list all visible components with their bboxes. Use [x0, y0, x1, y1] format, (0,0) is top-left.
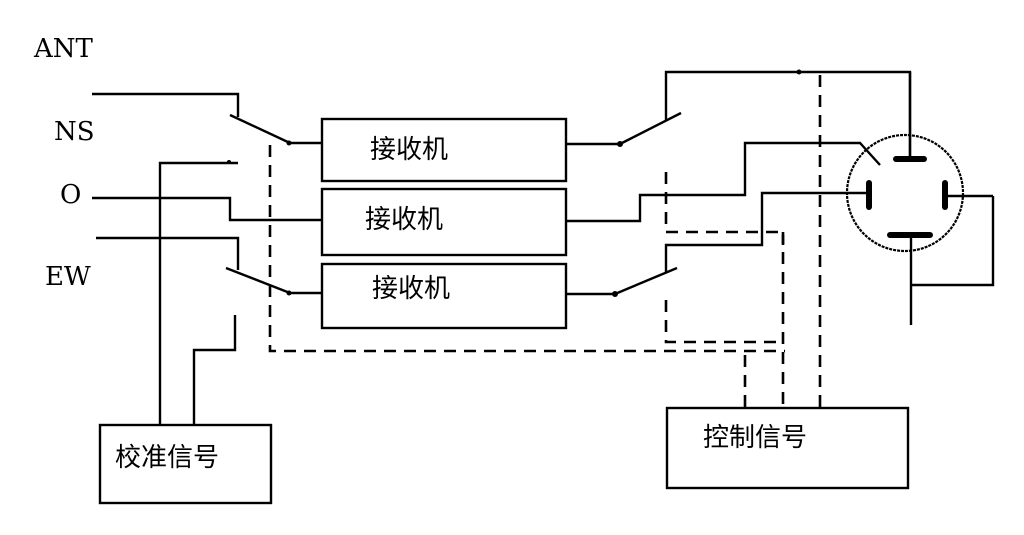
ew-input-wire: [96, 236, 322, 296]
ew-switch-blade: [225, 266, 291, 295]
label-ew: EW: [45, 262, 91, 292]
out-switch-1-blade: [619, 111, 682, 146]
calibration-signal-label: 校准信号: [115, 443, 219, 473]
deflection-tube: [845, 72, 995, 325]
receiver-2-label: 接收机: [365, 205, 443, 235]
calibration-wire-2: [192, 315, 237, 425]
ns-input-wire: [92, 92, 322, 146]
receiver-3: 接收机: [320, 262, 568, 330]
control-dashed-lower: [664, 300, 783, 344]
label-ns: NS: [54, 117, 95, 147]
control-signal-label: 控制信号: [703, 423, 807, 453]
ns-switch-blade: [229, 113, 291, 145]
receiver-1: 接收机: [320, 117, 568, 183]
receiver-2-output: [566, 141, 881, 223]
plate-bottom: [887, 232, 933, 238]
receiver-2: 接收机: [320, 187, 568, 257]
control-dashed-left: [268, 145, 785, 353]
out-switch-3-blade: [614, 266, 678, 296]
receiver-1-output: [566, 69, 912, 160]
control-dashed-mid: [664, 172, 785, 245]
receiver-1-label: 接收机: [370, 135, 448, 165]
receiver-3-label: 接收机: [372, 274, 450, 304]
o-input-wire: [92, 196, 322, 222]
label-o: O: [60, 180, 81, 210]
label-ant: ANT: [33, 34, 94, 64]
calibration-wire-1: [158, 160, 238, 425]
calibration-signal-box: 校准信号: [98, 423, 273, 505]
plate-left: [866, 180, 872, 210]
control-signal-box: 控制信号: [665, 406, 910, 490]
receiver-3-output: [566, 191, 870, 297]
